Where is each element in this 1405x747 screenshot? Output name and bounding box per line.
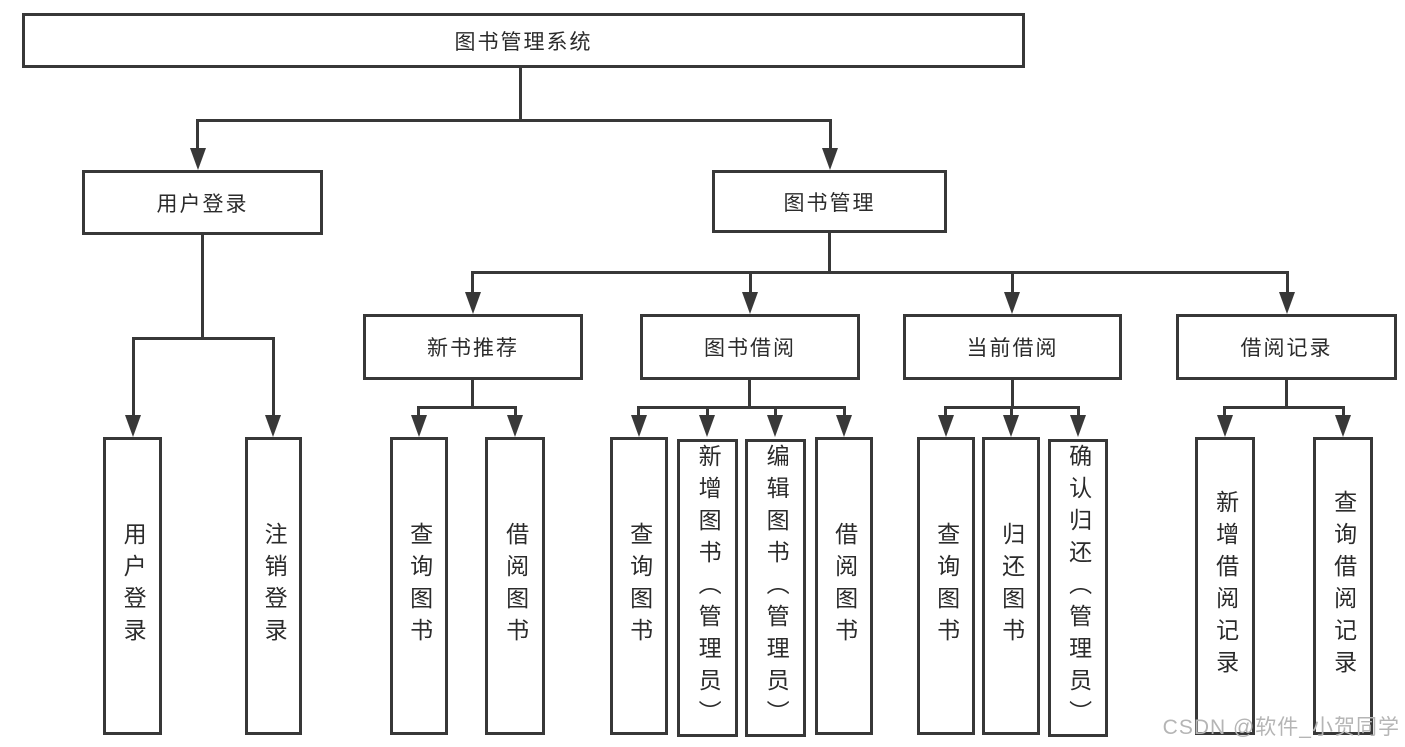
- node-new-book-recommend: 新书推荐: [363, 314, 583, 380]
- connector-level3-rail: [471, 271, 1289, 274]
- leaf-label: 查询借阅记录: [1330, 490, 1357, 682]
- arrowhead-down-icon: [265, 415, 281, 437]
- leaf-logout: 注销登录: [245, 437, 302, 735]
- leaf-return-books: 归还图书: [982, 437, 1040, 735]
- connector-line: [1011, 271, 1014, 294]
- leaf-confirm-return-admin: 确认归还（管理员）: [1048, 439, 1108, 737]
- node-library-management-system: 图书管理系统: [22, 13, 1025, 68]
- leaf-label: 借阅图书: [831, 522, 858, 650]
- connector-borrow-record-stem: [1285, 380, 1288, 409]
- arrowhead-down-icon: [836, 415, 852, 437]
- connector-line: [1010, 406, 1013, 418]
- connector-book-borrow-rail: [637, 406, 846, 409]
- leaf-label: 编辑图书（管理员）: [763, 444, 790, 732]
- arrowhead-down-icon: [507, 415, 523, 437]
- connector-line: [1286, 271, 1289, 294]
- leaf-label: 用户登录: [120, 522, 147, 650]
- node-user-login: 用户登录: [82, 170, 323, 235]
- arrowhead-down-icon: [1070, 415, 1086, 437]
- connector-new-book-stem: [471, 380, 474, 409]
- leaf-add-books-admin: 新增图书（管理员）: [677, 439, 738, 737]
- arrowhead-down-icon: [1004, 292, 1020, 314]
- connector-user-login-stem: [201, 235, 204, 340]
- node-current-borrowing: 当前借阅: [903, 314, 1122, 380]
- connector-line: [774, 406, 777, 418]
- node-label: 借阅记录: [1240, 337, 1333, 360]
- connector-book-mgmt-stem: [828, 233, 831, 274]
- arrowhead-down-icon: [465, 292, 481, 314]
- leaf-user-login: 用户登录: [103, 437, 162, 735]
- node-label: 图书管理: [783, 191, 876, 215]
- leaf-label: 确认归还（管理员）: [1065, 444, 1092, 732]
- connector-line: [1342, 406, 1345, 418]
- connector-line: [749, 271, 752, 294]
- connector-line: [196, 119, 199, 150]
- connector-line: [637, 406, 640, 418]
- leaf-query-books-current: 查询图书: [917, 437, 975, 735]
- leaf-query-borrow-record: 查询借阅记录: [1313, 437, 1373, 735]
- connector-new-book-rail: [417, 406, 517, 409]
- leaf-label: 查询图书: [626, 522, 653, 650]
- arrowhead-down-icon: [938, 415, 954, 437]
- connector-line: [1223, 406, 1226, 418]
- leaf-borrow-books-borrowing: 借阅图书: [815, 437, 873, 735]
- connector-line: [829, 119, 832, 150]
- arrowhead-down-icon: [742, 292, 758, 314]
- connector-line: [272, 337, 275, 418]
- leaf-label: 新增借阅记录: [1212, 490, 1239, 682]
- connector-current-borrow-stem: [1011, 380, 1014, 409]
- arrowhead-down-icon: [1217, 415, 1233, 437]
- connector-line: [843, 406, 846, 418]
- arrowhead-down-icon: [822, 148, 838, 170]
- arrowhead-down-icon: [125, 415, 141, 437]
- arrowhead-down-icon: [1335, 415, 1351, 437]
- leaf-query-books-borrowing: 查询图书: [610, 437, 668, 735]
- arrowhead-down-icon: [1003, 415, 1019, 437]
- node-label: 当前借阅: [966, 337, 1059, 360]
- node-label: 图书管理系统: [454, 30, 593, 54]
- connector-book-borrow-stem: [748, 380, 751, 409]
- connector-line: [132, 337, 135, 418]
- arrowhead-down-icon: [1279, 292, 1295, 314]
- node-label: 图书借阅: [704, 337, 796, 360]
- connector-root-stem: [519, 68, 522, 122]
- node-book-management: 图书管理: [712, 170, 947, 233]
- leaf-label: 查询图书: [933, 522, 960, 650]
- node-book-borrowing: 图书借阅: [640, 314, 860, 380]
- arrowhead-down-icon: [190, 148, 206, 170]
- arrowhead-down-icon: [631, 415, 647, 437]
- leaf-add-borrow-record: 新增借阅记录: [1195, 437, 1255, 735]
- leaf-label: 查询图书: [406, 522, 433, 650]
- connector-level2-rail: [196, 119, 832, 122]
- connector-line: [706, 406, 709, 418]
- connector-line: [1077, 406, 1080, 418]
- node-borrowing-records: 借阅记录: [1176, 314, 1397, 380]
- connector-borrow-record-rail: [1223, 406, 1345, 409]
- connector-user-login-rail: [132, 337, 275, 340]
- connector-line: [471, 271, 474, 294]
- leaf-borrow-books-recommend: 借阅图书: [485, 437, 545, 735]
- connector-line: [514, 406, 517, 418]
- leaf-label: 借阅图书: [502, 522, 529, 650]
- node-label: 用户登录: [156, 192, 249, 216]
- node-label: 新书推荐: [427, 337, 519, 360]
- leaf-label: 新增图书（管理员）: [695, 444, 722, 732]
- leaf-label: 注销登录: [261, 522, 288, 650]
- leaf-label: 归还图书: [998, 522, 1025, 650]
- watermark: CSDN @软件_小贺同学: [1162, 716, 1400, 739]
- connector-line: [417, 406, 420, 418]
- leaf-query-books-recommend: 查询图书: [390, 437, 448, 735]
- connector-line: [944, 406, 947, 418]
- arrowhead-down-icon: [411, 415, 427, 437]
- leaf-edit-books-admin: 编辑图书（管理员）: [745, 439, 806, 737]
- arrowhead-down-icon: [767, 415, 783, 437]
- arrowhead-down-icon: [699, 415, 715, 437]
